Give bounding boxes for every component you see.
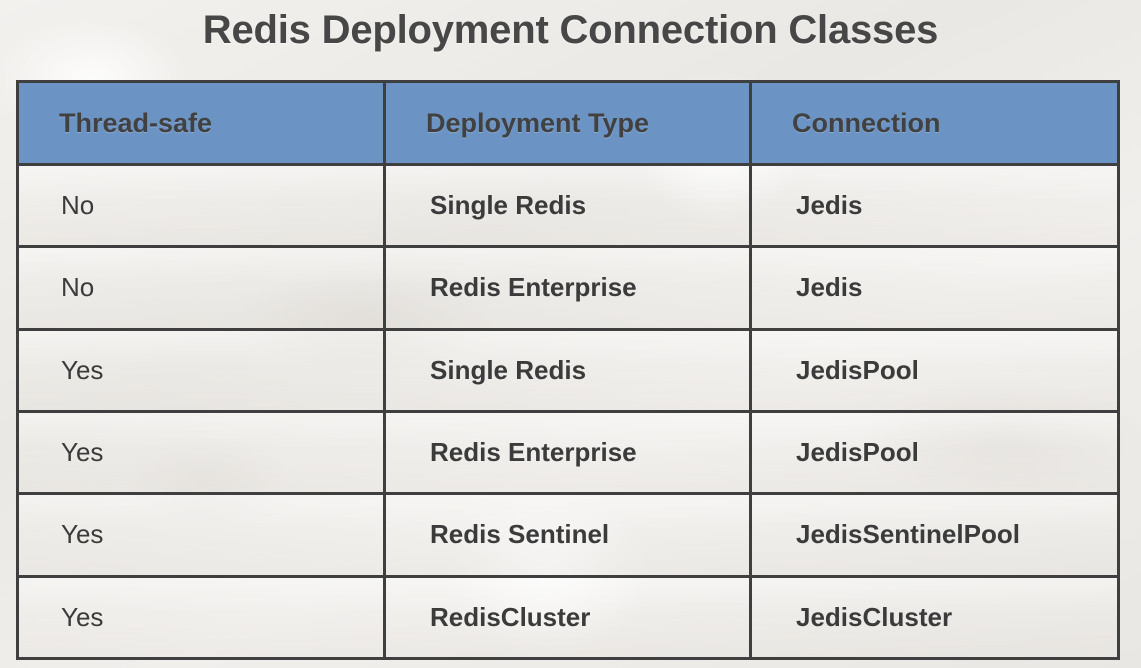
- table-header: Thread-safe Deployment Type Connection: [16, 80, 1120, 166]
- cell-thread_safe: No: [16, 245, 386, 331]
- cell-connection: Jedis: [749, 162, 1120, 249]
- cell-thread_safe: Yes: [16, 409, 386, 496]
- cell-thread_safe: No: [16, 162, 386, 249]
- connection-classes-table: Thread-safe Deployment Type Connection N…: [16, 80, 1120, 661]
- cell-thread_safe: Yes: [16, 327, 386, 413]
- cell-thread_safe: Yes: [16, 574, 386, 661]
- column-header-connection: Connection: [749, 80, 1120, 166]
- cell-connection: JedisCluster: [749, 574, 1120, 661]
- cell-deployment_type: Single Redis: [383, 327, 752, 413]
- cell-deployment_type: RedisCluster: [383, 574, 752, 661]
- cell-connection: JedisSentinelPool: [749, 492, 1120, 578]
- cell-connection: JedisPool: [749, 409, 1120, 496]
- page-title: Redis Deployment Connection Classes: [202, 8, 939, 52]
- cell-deployment_type: Redis Sentinel: [383, 492, 752, 578]
- cell-thread_safe: Yes: [16, 492, 386, 578]
- cell-deployment_type: Redis Enterprise: [383, 245, 752, 331]
- cell-deployment_type: Redis Enterprise: [383, 409, 752, 496]
- column-header-thread-safe: Thread-safe: [16, 80, 386, 166]
- cell-connection: JedisPool: [749, 327, 1120, 413]
- column-header-deployment-type: Deployment Type: [383, 80, 752, 166]
- connection-classes-table-wrapper: Thread-safe Deployment Type Connection N…: [16, 80, 1120, 661]
- cell-deployment_type: Single Redis: [383, 162, 752, 249]
- table-header-row: Thread-safe Deployment Type Connection: [16, 80, 1120, 166]
- cell-connection: Jedis: [749, 245, 1120, 331]
